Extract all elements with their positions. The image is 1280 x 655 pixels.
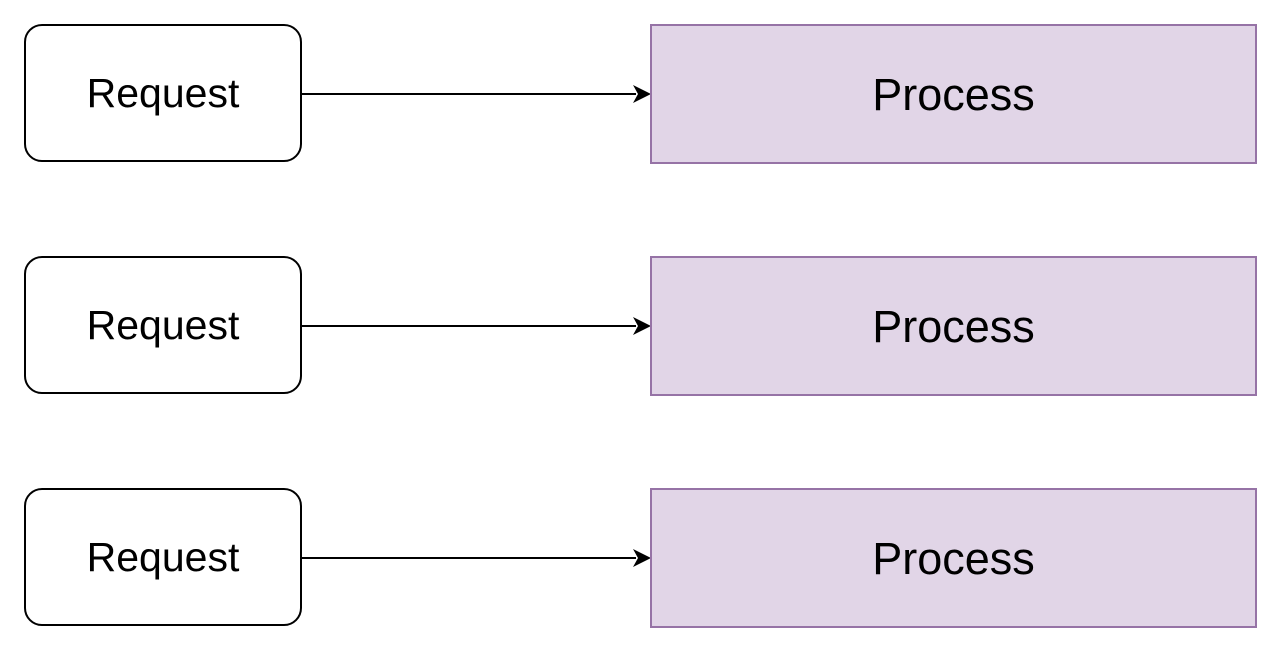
- arrow-head: [633, 549, 651, 567]
- arrow-connector: [302, 317, 651, 335]
- request-node: Request: [24, 24, 302, 162]
- arrow-connector: [302, 549, 651, 567]
- process-node: Process: [650, 256, 1257, 396]
- flow-row: Request Process: [0, 487, 1280, 629]
- process-label: Process: [872, 68, 1035, 120]
- arrow-connector: [302, 85, 651, 103]
- arrow-head: [633, 317, 651, 335]
- process-label: Process: [872, 300, 1035, 352]
- process-node: Process: [650, 488, 1257, 628]
- request-label: Request: [86, 301, 240, 348]
- flow-row: Request Process: [0, 23, 1280, 165]
- process-label: Process: [872, 532, 1035, 584]
- arrow-head: [633, 85, 651, 103]
- request-node: Request: [24, 488, 302, 626]
- request-node: Request: [24, 256, 302, 394]
- request-label: Request: [86, 69, 240, 116]
- request-label: Request: [86, 533, 240, 580]
- process-node: Process: [650, 24, 1257, 164]
- flow-row: Request Process: [0, 255, 1280, 397]
